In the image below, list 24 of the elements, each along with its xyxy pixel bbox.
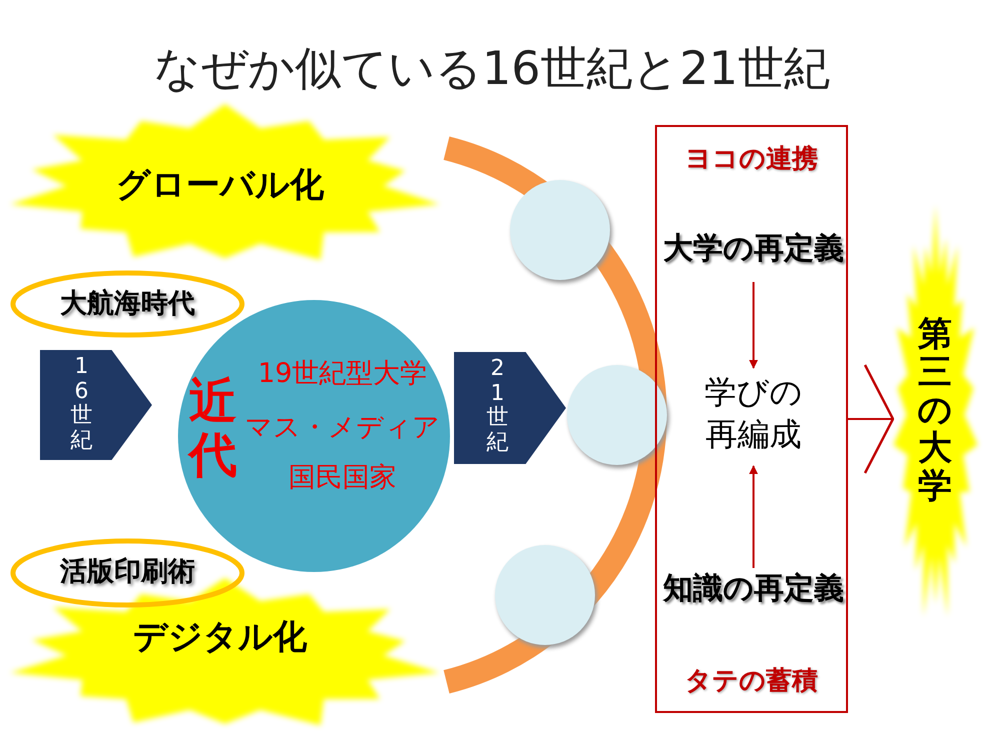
arrow — [848, 364, 894, 474]
circle-text: 19世紀型大学 — [256, 358, 428, 390]
node-label: グローバル化 — [115, 166, 325, 206]
node-label: 21世紀 — [486, 357, 510, 456]
title: なぜか似ている16世紀と21世紀 — [152, 40, 832, 97]
frame-heading: ヨコの連携 — [684, 145, 819, 175]
chevron-arrow-shape — [40, 350, 152, 460]
circle-text: マス・メディア — [244, 412, 441, 444]
ellipse-outline — [10, 270, 245, 338]
node-label: 大航海時代 — [59, 288, 196, 320]
callout-frame — [655, 125, 848, 713]
vertical-heading: 近代 — [188, 375, 238, 482]
node-label: デジタル化 — [132, 618, 308, 658]
node-label: 第三の大学 — [917, 315, 953, 506]
arrow — [749, 282, 758, 369]
node-label: 活版印刷術 — [58, 556, 196, 588]
frame-footer: タテの蓄積 — [657, 667, 846, 697]
arrow — [749, 465, 758, 568]
node-label: 16世紀 — [70, 355, 94, 454]
circle-text: 国民国家 — [288, 462, 398, 494]
node-label: 学びの再編成 — [704, 372, 804, 455]
node-label: 知識の再定義 — [662, 572, 845, 606]
chevron-arrow-shape — [454, 352, 566, 464]
ellipse-outline — [10, 538, 245, 608]
